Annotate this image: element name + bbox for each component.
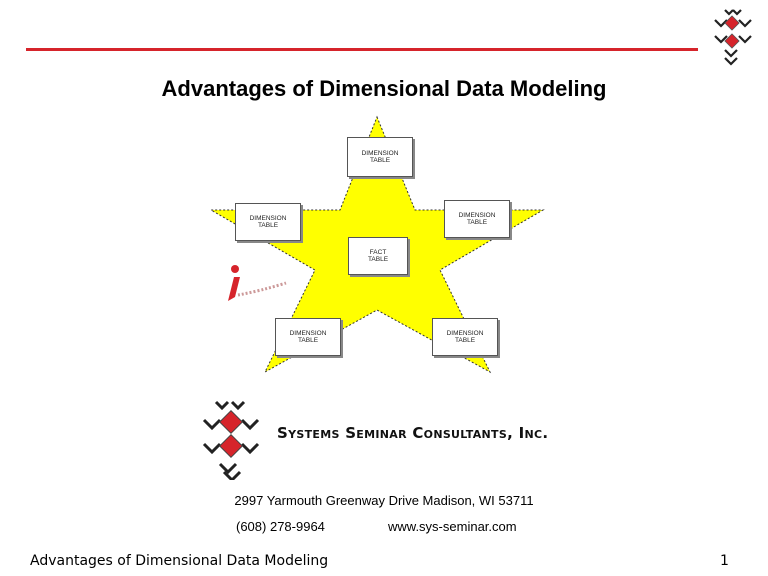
dimension-table-label: DIMENSION TABLE xyxy=(446,330,484,344)
dimension-table-right: DIMENSION TABLE xyxy=(444,200,510,238)
company-logo-icon xyxy=(202,400,260,480)
company-name: Systems Seminar Consultants, Inc. xyxy=(277,424,549,442)
fact-table: FACT TABLE xyxy=(348,237,408,275)
header-divider xyxy=(26,48,698,51)
footer-title: Advantages of Dimensional Data Modeling xyxy=(30,553,329,569)
i-logo-icon xyxy=(228,265,287,301)
dimension-table-label: DIMENSION TABLE xyxy=(458,212,496,226)
fact-table-label: FACT TABLE xyxy=(367,249,389,263)
dimension-table-label: DIMENSION TABLE xyxy=(361,150,399,164)
company-website-link[interactable]: www.sys-seminar.com xyxy=(388,519,517,534)
corner-logo-icon xyxy=(714,9,752,66)
dimension-table-bottom-right: DIMENSION TABLE xyxy=(432,318,498,356)
company-address: 2997 Yarmouth Greenway Drive Madison, WI… xyxy=(234,493,534,508)
dimension-table-left: DIMENSION TABLE xyxy=(235,203,301,241)
dimension-table-bottom-left: DIMENSION TABLE xyxy=(275,318,341,356)
company-phone: (608) 278-9964 xyxy=(236,519,325,534)
dimension-table-label: DIMENSION TABLE xyxy=(289,330,327,344)
dimension-table-top: DIMENSION TABLE xyxy=(347,137,413,177)
page-number: 1 xyxy=(720,553,729,569)
star-schema-diagram: DIMENSION TABLE DIMENSION TABLE DIMENSIO… xyxy=(205,115,550,375)
dimension-table-label: DIMENSION TABLE xyxy=(249,215,287,229)
slide-title: Advantages of Dimensional Data Modeling xyxy=(161,76,607,101)
